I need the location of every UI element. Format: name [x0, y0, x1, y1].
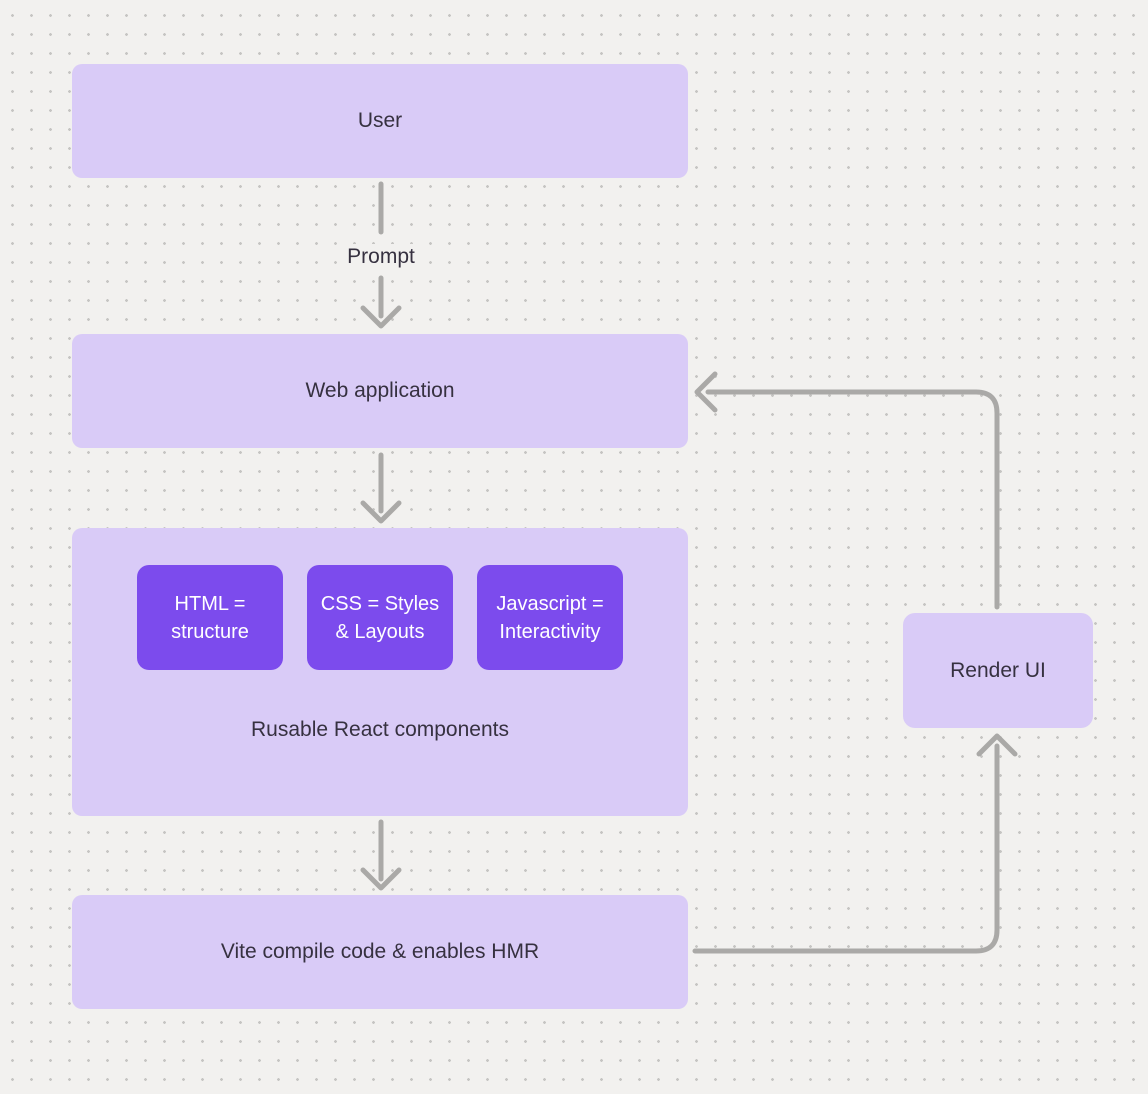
node-javascript-label: Javascript = Interactivity: [496, 592, 604, 643]
arrowhead-down-vite-icon: [360, 867, 402, 891]
node-css[interactable]: CSS = Styles & Layouts: [307, 565, 453, 670]
node-web-application[interactable]: Web application: [72, 334, 688, 448]
node-html[interactable]: HTML = structure: [137, 565, 283, 670]
components-row: HTML = structure CSS = Styles & Layouts …: [137, 565, 623, 670]
arrowhead-down-webapp-icon: [360, 305, 402, 329]
node-css-label: CSS = Styles & Layouts: [320, 592, 440, 643]
node-vite-label: Vite compile code & enables HMR: [220, 940, 540, 963]
edge-renderui-to-webapp-line[interactable]: [705, 389, 1000, 610]
node-user-label: User: [357, 109, 403, 132]
node-html-label: HTML = structure: [171, 592, 249, 643]
arrowhead-down-components-icon: [360, 500, 402, 524]
node-react-components-group[interactable]: HTML = structure CSS = Styles & Layouts …: [72, 528, 688, 816]
arrowhead-left-webapp-icon: [694, 371, 718, 413]
node-render-ui-label: Render UI: [950, 658, 1046, 682]
components-group-label: Rusable React components: [251, 718, 509, 741]
node-web-application-label: Web application: [305, 379, 455, 402]
node-user[interactable]: User: [72, 64, 688, 178]
edge-label-prompt[interactable]: Prompt: [341, 244, 421, 270]
node-javascript[interactable]: Javascript = Interactivity: [477, 565, 623, 670]
node-render-ui[interactable]: Render UI: [903, 613, 1093, 728]
arrowhead-up-renderui-icon: [976, 733, 1018, 757]
node-vite[interactable]: Vite compile code & enables HMR: [72, 895, 688, 1009]
edge-vite-to-renderui-line[interactable]: [692, 743, 1000, 954]
